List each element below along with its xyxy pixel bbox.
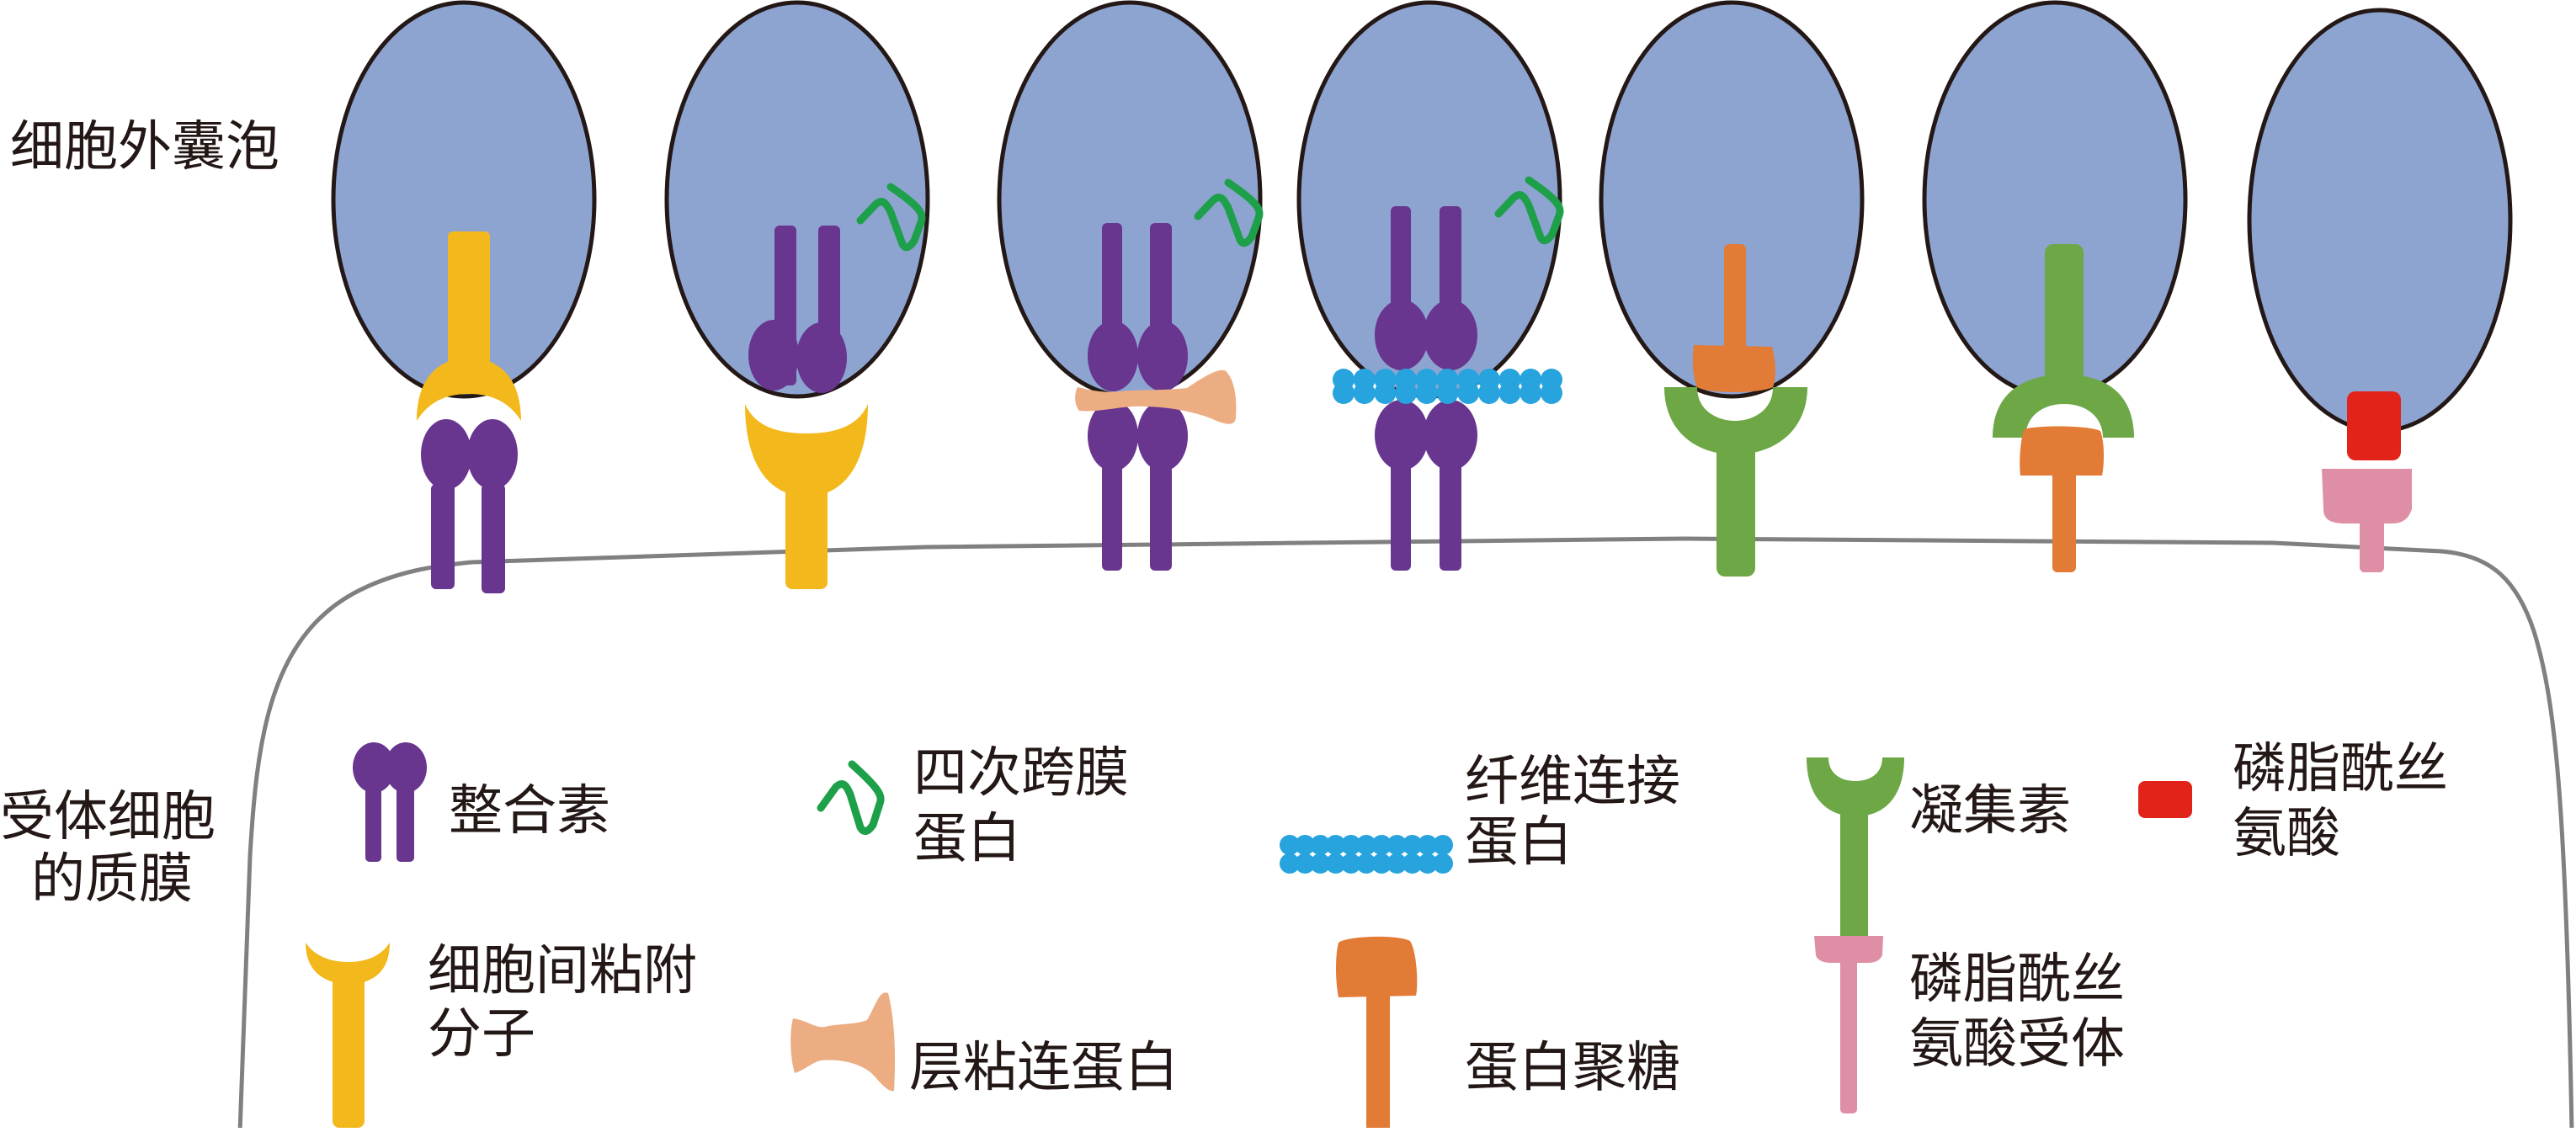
legend-label-proteoglycan: 蛋白聚糖	[1465, 1037, 1680, 1099]
ps-receptor-icon	[1814, 936, 1883, 1113]
proteoglycan-cell-6	[2020, 426, 2105, 572]
tetraspanin-2	[856, 183, 926, 252]
fibronectin-bead	[1340, 835, 1361, 855]
legend-label-lectin: 凝集素	[1909, 780, 2071, 842]
icam-icon	[306, 943, 390, 1128]
legend-label-integrin: 整合素	[449, 780, 610, 842]
fibronectin-bead	[1541, 382, 1562, 404]
fibronectin-bead	[1386, 835, 1408, 855]
extracellular-vesicle-5	[1599, 0, 1865, 399]
interaction-2	[745, 183, 926, 589]
interaction-4	[1333, 176, 1564, 571]
fibronectin-bead	[1280, 853, 1300, 874]
legend-label-ps-2: 氨酸	[2233, 803, 2340, 865]
fibronectin-bead	[1415, 382, 1438, 404]
legend-label-icam-1: 细胞间粘附	[428, 940, 697, 1002]
interaction-1	[417, 231, 521, 593]
lectin-icon	[1807, 757, 1904, 959]
fibronectin-bead	[1457, 382, 1480, 404]
fibronectin-bead	[1477, 382, 1500, 404]
recipient-cell-membrane	[237, 536, 2574, 1132]
tetraspanin-icon	[817, 760, 885, 835]
phosphatidylserine-icon	[2138, 781, 2192, 818]
integrin-cell-1	[421, 419, 518, 593]
fibronectin-bead	[1353, 382, 1376, 404]
legend-label-laminin: 层粘连蛋白	[909, 1037, 1179, 1099]
legend-label-tetraspanin-1: 四次跨膜	[913, 742, 1129, 805]
fibronectin-bead	[1333, 382, 1355, 404]
fibronectin-bead	[1402, 853, 1423, 874]
legend-label-ps-receptor-2: 氨酸受体	[1909, 1013, 2125, 1076]
icam-cell-2	[745, 404, 868, 589]
integrin-cell-4	[1375, 400, 1477, 571]
fibronectin-4	[1333, 369, 1562, 404]
legend-label-icam-2: 分子	[428, 1003, 535, 1066]
fibronectin-bead	[1356, 853, 1376, 874]
label-extracellular-vesicle: 细胞外囊泡	[10, 116, 279, 178]
fibronectin-bead	[1433, 853, 1453, 874]
interaction-5	[1664, 244, 1807, 577]
fibronectin-bead	[1417, 853, 1438, 874]
legend-label-tetraspanin-2: 蛋白	[913, 808, 1021, 870]
fibronectin-bead	[1340, 853, 1361, 874]
laminin-icon	[790, 992, 896, 1092]
legend-label-fibronectin-2: 蛋白	[1465, 811, 1573, 874]
fibronectin-bead	[1498, 382, 1521, 404]
tetraspanin-4	[1494, 176, 1564, 245]
interaction-3	[1075, 178, 1264, 571]
proteoglycan-vesicle-5	[1692, 244, 1775, 392]
fibronectin-bead	[1325, 835, 1346, 855]
laminin-3	[1075, 369, 1237, 424]
integrin-vesicle-4	[1375, 206, 1477, 370]
vesicles	[331, 0, 2513, 433]
legend-label-ps-receptor-1: 磷脂酰丝	[1909, 949, 2125, 1011]
legend: 整合素 四次跨膜 蛋白 纤维连接 蛋白 凝集素 磷脂酰丝 氨酸 细胞间粘附 分子…	[306, 738, 2448, 1132]
fibronectin-bead	[1356, 835, 1376, 855]
phosphatidylserine-vesicle-7	[2347, 391, 2401, 460]
ps-receptor-cell-7	[2322, 469, 2412, 572]
lectin-cell-5	[1664, 387, 1807, 577]
fibronectin-bead	[1295, 835, 1316, 855]
fibronectin-bead	[1310, 835, 1331, 855]
fibronectin-bead	[1371, 853, 1392, 874]
fibronectin-bead	[1402, 835, 1423, 855]
label-recipient-membrane-line1: 受体细胞	[0, 786, 216, 848]
fibronectin-bead	[1386, 853, 1408, 874]
extracellular-vesicle-7	[2247, 8, 2513, 433]
fibronectin-bead	[1295, 853, 1316, 874]
fibronectin-bead	[1436, 382, 1459, 404]
proteoglycan-icon	[1336, 936, 1418, 1132]
label-recipient-membrane-line2: 的质膜	[31, 848, 193, 911]
fibronectin-bead	[1395, 382, 1418, 404]
integrin-icon	[353, 742, 427, 862]
tetraspanin-3	[1194, 178, 1264, 247]
fibronectin-bead	[1371, 835, 1392, 855]
interaction-7	[2322, 391, 2412, 572]
fibronectin-bead	[1520, 382, 1542, 404]
integrin-vesicle-3	[1088, 223, 1188, 391]
fibronectin-bead	[1310, 853, 1331, 874]
integrin-vesicle-2	[748, 226, 847, 393]
fibronectin-bead	[1417, 835, 1438, 855]
fibronectin-bead	[1374, 382, 1397, 404]
lectin-vesicle-6	[1993, 244, 2134, 438]
legend-label-fibronectin-1: 纤维连接	[1465, 751, 1680, 813]
extracellular-vesicle-2	[664, 0, 930, 399]
fibronectin-bead	[1325, 853, 1346, 874]
legend-label-ps-1: 磷脂酰丝	[2233, 738, 2448, 800]
fibronectin-bead	[1433, 835, 1453, 855]
fibronectin-icon	[1280, 835, 1453, 874]
integrin-cell-3	[1088, 401, 1188, 571]
extracellular-vesicle-1	[331, 0, 597, 399]
interaction-6	[1993, 244, 2134, 572]
fibronectin-bead	[1280, 835, 1300, 855]
icam-vesicle-1	[417, 231, 521, 421]
